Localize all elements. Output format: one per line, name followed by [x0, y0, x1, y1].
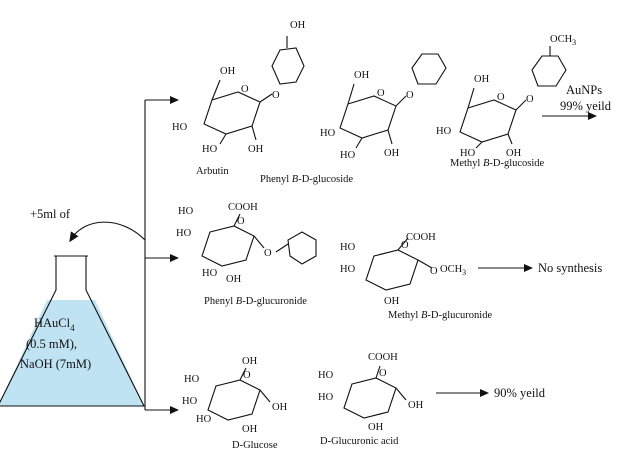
name-phenyl-glucoside: Phenyl B-D-glucoside [260, 174, 353, 185]
row1-result-line2: 99% yeild [560, 99, 612, 113]
svg-text:HO: HO [178, 206, 194, 217]
svg-text:COOH: COOH [368, 352, 398, 363]
svg-text:HO: HO [320, 128, 336, 139]
svg-text:O: O [430, 266, 438, 277]
reagent-line1: HAuCl4 [34, 316, 75, 333]
svg-text:HO: HO [202, 144, 218, 155]
compound-methyl-glucoside: OH O O OCH3 HO HO OH Methyl B-D-glucosid… [436, 34, 576, 169]
svg-text:OH: OH [506, 148, 522, 159]
svg-text:O: O [241, 84, 249, 95]
name-methyl-glucuronide: Methyl B-D-glucuronide [388, 310, 492, 321]
row3-result: 90% yeild [494, 386, 546, 400]
compound-d-glucuronic-acid: COOH O OH HO HO OH D-Glucuronic acid [318, 352, 424, 447]
name-arbutin: Arbutin [196, 166, 229, 177]
svg-text:OH: OH [242, 424, 258, 435]
svg-text:HO: HO [436, 126, 452, 137]
svg-text:OH: OH [220, 66, 236, 77]
svg-text:HO: HO [340, 264, 356, 275]
svg-text:O: O [237, 216, 245, 227]
flask-liquid [0, 300, 144, 406]
svg-text:OH: OH [354, 70, 370, 81]
svg-text:OH: OH [408, 400, 424, 411]
svg-text:HO: HO [340, 150, 356, 161]
compound-phenyl-glucoside: OH O O HO HO OH Phenyl B-D-glucoside [260, 53, 447, 185]
svg-text:O: O [377, 88, 385, 99]
name-phenyl-glucuronide: Phenyl B-D-glucuronide [204, 296, 307, 307]
svg-text:HO: HO [340, 242, 356, 253]
svg-text:OH: OH [242, 356, 258, 367]
reagent-line3: NaOH (7mM) [20, 357, 91, 371]
branch-arrows [144, 96, 179, 414]
compound-d-glucose: OH O OH HO HO HO OH D-Glucose [182, 356, 288, 451]
svg-text:O: O [379, 368, 387, 379]
svg-text:HO: HO [182, 396, 198, 407]
svg-text:OH: OH [290, 20, 306, 31]
name-methyl-glucoside: Methyl B-D-glucoside [450, 158, 545, 169]
compound-arbutin: OH O O OH HO HO OH Arbutin [172, 20, 306, 177]
erlenmeyer-flask: HAuCl4 (0.5 mM), NaOH (7mM) [0, 255, 145, 407]
svg-text:O: O [401, 240, 409, 251]
svg-text:OH: OH [248, 144, 264, 155]
svg-text:OH: OH [384, 148, 400, 159]
svg-text:OH: OH [384, 296, 400, 307]
svg-text:COOH: COOH [406, 232, 436, 243]
reagent-line2: (0.5 mM), [26, 337, 77, 351]
svg-text:HO: HO [318, 392, 334, 403]
svg-text:OH: OH [368, 422, 384, 433]
name-d-glucuronic-acid: D-Glucuronic acid [320, 436, 399, 447]
svg-text:HO: HO [184, 374, 200, 385]
svg-text:COOH: COOH [228, 202, 258, 213]
name-d-glucose: D-Glucose [232, 440, 278, 451]
svg-text:OCH3: OCH3 [550, 34, 576, 47]
svg-text:HO: HO [172, 122, 188, 133]
svg-text:OH: OH [474, 74, 490, 85]
row1-result-line1: AuNPs [566, 83, 602, 97]
svg-text:O: O [406, 90, 414, 101]
svg-text:OCH3: OCH3 [440, 264, 466, 277]
svg-text:O: O [497, 92, 505, 103]
svg-text:HO: HO [196, 414, 212, 425]
svg-text:HO: HO [202, 268, 218, 279]
compound-methyl-glucuronide: COOH O O OCH3 HO HO OH Methyl B-D-glucur… [340, 232, 492, 321]
svg-text:O: O [264, 248, 272, 259]
svg-text:HO: HO [318, 370, 334, 381]
svg-text:OH: OH [272, 402, 288, 413]
svg-text:OH: OH [226, 274, 242, 285]
svg-text:HO: HO [460, 148, 476, 159]
compound-phenyl-glucuronide: COOH O O HO HO HO OH Phenyl B-D-glucuron… [176, 202, 317, 307]
curved-arrow [69, 221, 146, 243]
row2-result: No synthesis [538, 261, 602, 275]
reagent-label: +5ml of [30, 207, 71, 221]
svg-text:O: O [272, 90, 280, 101]
svg-text:HO: HO [176, 228, 192, 239]
svg-text:O: O [526, 94, 534, 105]
svg-text:O: O [243, 370, 251, 381]
